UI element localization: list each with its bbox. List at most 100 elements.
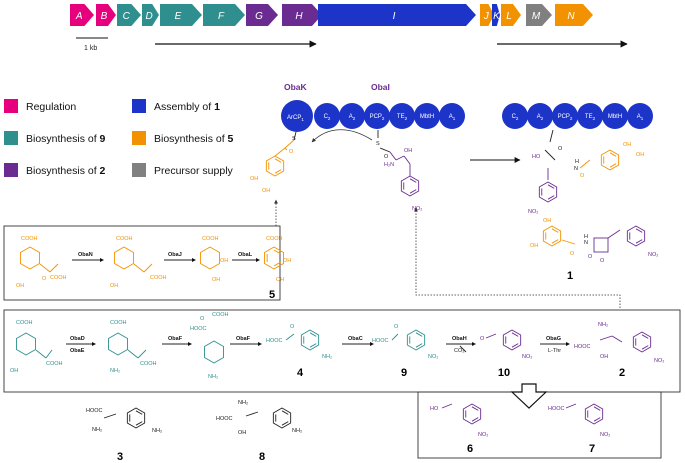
- domain-a1: [439, 103, 465, 129]
- svg-text:ArCP1: ArCP1: [287, 115, 304, 122]
- domain-label: PCP2: [558, 114, 573, 121]
- gene-j-label: J: [483, 11, 490, 22]
- compound-10-number: 10: [498, 367, 510, 379]
- label: OH: [262, 188, 270, 194]
- chorismate-ring-5box: [20, 246, 40, 270]
- label: OH: [238, 430, 246, 436]
- label: O: [480, 336, 485, 342]
- label: OH: [600, 354, 608, 360]
- gene-h-label: H: [295, 11, 303, 22]
- label: COOH: [110, 320, 127, 326]
- label: H: [584, 234, 588, 240]
- label: NO₂: [428, 354, 438, 360]
- domain-c2: [314, 103, 340, 129]
- dhb-ring-obak: [265, 155, 285, 177]
- gene-a-arrow: [70, 4, 94, 26]
- legend-label-regulation: Regulation: [26, 101, 76, 113]
- domain-label: TE2: [397, 114, 408, 121]
- compound-1-number: 1: [567, 270, 573, 282]
- aminophenylpyruvate-ring: [300, 329, 320, 351]
- domain-label: PCP2: [370, 114, 385, 121]
- domain-te2: [389, 103, 415, 129]
- domain-label: TE2: [585, 114, 596, 121]
- compound-5-pathway-box: [3, 225, 281, 301]
- label: NH₂: [92, 427, 102, 433]
- label: COOH: [50, 275, 67, 281]
- gene-l-label: L: [506, 11, 512, 22]
- compound-3-number: 3: [117, 451, 123, 463]
- label: HOOC: [190, 326, 207, 332]
- dhb-ring-product: [600, 149, 620, 171]
- compound-8-ring: [272, 407, 292, 429]
- domain-label: A1: [449, 114, 456, 121]
- gene-d-arrow: [142, 4, 159, 26]
- compound-4-number: 4: [297, 367, 304, 379]
- label: HOOC: [266, 338, 283, 344]
- enzyme-obaJ: ObaJ: [168, 252, 182, 258]
- chorismate-ring: [16, 332, 36, 356]
- label: COOH: [21, 236, 38, 242]
- label: NH₂: [292, 428, 302, 434]
- shunt-arrow: [510, 383, 548, 409]
- label: O: [200, 316, 205, 322]
- compound-9-number: 9: [401, 367, 407, 379]
- label: OH: [212, 277, 220, 283]
- domain-te2: [577, 103, 603, 129]
- gene-a-label: A: [75, 11, 83, 22]
- label: S: [376, 141, 380, 147]
- compound-6-ring: [462, 403, 482, 425]
- nitrophenylacetaldehyde-ring: [502, 329, 522, 351]
- legend-swatch-regulation: [4, 99, 18, 113]
- label: OH: [250, 176, 258, 182]
- label: O: [600, 258, 605, 264]
- gene-c-arrow: [117, 4, 141, 26]
- gene-j-arrow: [480, 4, 494, 26]
- gene-k-label: K: [493, 11, 501, 22]
- compound-7-ring: [584, 403, 604, 425]
- label: HOOC: [86, 408, 103, 414]
- legend-label-assembly1: Assembly of 1: [154, 101, 220, 113]
- gene-m-label: M: [532, 11, 541, 22]
- gene-i-label: I: [393, 11, 396, 22]
- dotted-arrow-2-to-obai: [414, 207, 621, 308]
- label: NH₂: [208, 374, 218, 380]
- label: O: [289, 149, 294, 155]
- legend-label-precursor: Precursor supply: [154, 165, 234, 177]
- label: COOH: [212, 312, 229, 318]
- adic-prephenate-ring: [204, 340, 224, 364]
- label: COOH: [116, 236, 133, 242]
- gene-h-arrow: [282, 4, 322, 26]
- legend-swatch-biosynthesis5: [132, 131, 146, 145]
- curved-arrow-transfer: [311, 129, 373, 143]
- obai-label: ObaI: [371, 82, 390, 92]
- dhb-ring-compound-1: [542, 225, 562, 247]
- label: O: [384, 154, 389, 160]
- gene-b-arrow: [96, 4, 116, 26]
- label: OH: [220, 258, 228, 264]
- domain-label: A2: [537, 114, 544, 121]
- obak-domain-sub: 1: [301, 117, 304, 122]
- gene-f-label: F: [218, 11, 225, 22]
- domain-a2: [339, 103, 365, 129]
- enzyme-obaD: ObaD: [70, 336, 85, 342]
- label: O: [588, 254, 593, 260]
- label: O: [42, 276, 47, 282]
- nitrophenyl-ring-compound-1: [626, 225, 646, 247]
- label: NO₂: [528, 209, 538, 215]
- label: O: [570, 251, 575, 257]
- label: OH: [110, 283, 118, 289]
- compound-7-number: 7: [589, 443, 595, 455]
- gene-c-label: C: [123, 11, 131, 22]
- enzyme-obaF-2: ObaF: [236, 336, 251, 342]
- dihydro-dhb-ring: [200, 246, 220, 270]
- enzyme-obaC: ObaC: [348, 336, 363, 342]
- label: NO₂: [478, 432, 488, 438]
- label: NO₂: [648, 252, 658, 258]
- gene-e-label: E: [175, 11, 182, 22]
- compound-8-number: 8: [259, 451, 265, 463]
- domain-a2: [527, 103, 553, 129]
- label: COOH: [140, 361, 157, 367]
